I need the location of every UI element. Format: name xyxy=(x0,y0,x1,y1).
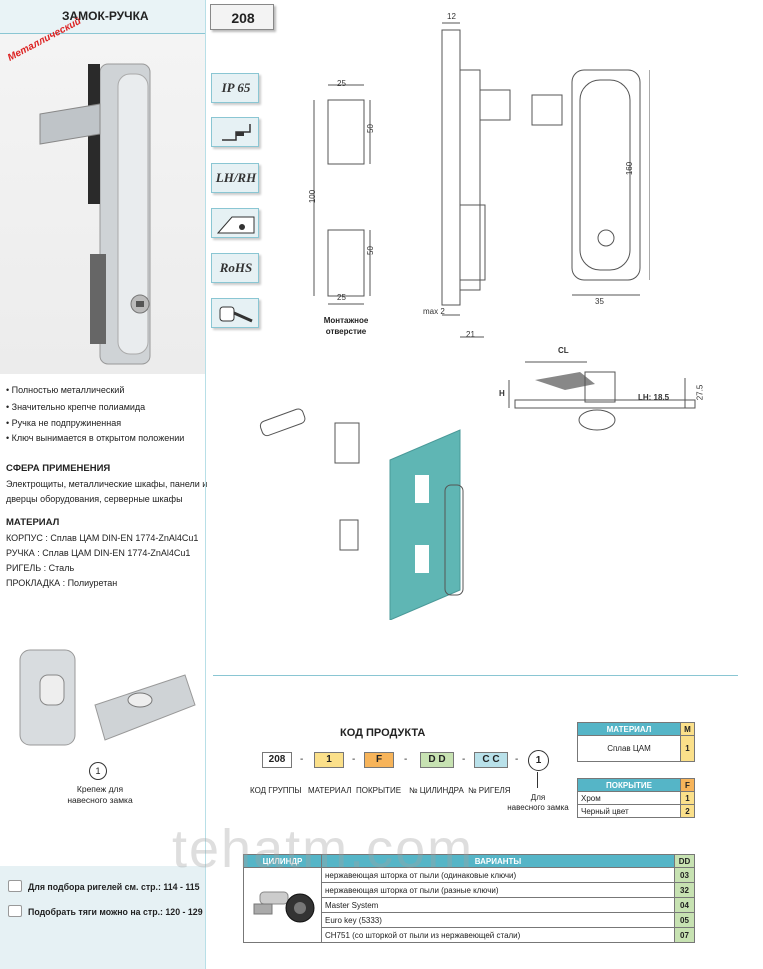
handle-lock-photo xyxy=(39,63,151,365)
bullet-item: • Значительно крепче полиамида xyxy=(6,402,146,412)
code-material-box: 1 xyxy=(314,752,344,768)
bolt-hint-link[interactable]: Для подбора ригелей см. стр.: 114 - 115 xyxy=(28,882,200,892)
watermark: tehatm.com xyxy=(172,819,475,879)
cutout-caption: Монтажное отверстие xyxy=(323,316,369,336)
label-bolt: № РИГЕЛЯ xyxy=(468,786,511,795)
hint-band xyxy=(0,866,205,969)
label-padlock: Для навесного замка xyxy=(507,793,569,812)
cylinder-row-name: CH751 (со шторкой от пыли из нержавеющей… xyxy=(321,927,675,943)
dim-27-5: 27.5 xyxy=(695,384,705,401)
document-icon xyxy=(8,880,22,892)
label-group: КОД ГРУППЫ xyxy=(250,786,302,795)
column-divider xyxy=(205,0,206,969)
dim-35: 35 xyxy=(595,297,604,306)
cylinder-table-letter: DD xyxy=(674,854,695,868)
coating-table-letter: F xyxy=(680,778,695,792)
code-title: КОД ПРОДУКТА xyxy=(340,727,426,739)
product-photo xyxy=(0,34,205,374)
front-view-drawing xyxy=(531,69,650,296)
code-arrow xyxy=(537,772,538,788)
code-dash: - xyxy=(462,754,466,765)
section-divider xyxy=(213,675,738,676)
padlock-photos xyxy=(10,645,205,755)
code-dash: - xyxy=(515,754,519,765)
dim-max2: max 2 xyxy=(423,307,445,316)
dim-12: 12 xyxy=(447,12,456,21)
rod-hint-link[interactable]: Подобрать тяги можно на стр.: 120 - 129 xyxy=(28,907,203,917)
dim-25-top: 25 xyxy=(337,79,346,88)
dim-cl: CL xyxy=(558,346,569,355)
rohs-icon: RoHS xyxy=(211,253,259,283)
variants-header: ВАРИАНТЫ xyxy=(321,854,675,868)
title-bar: ЗАМОК-РУЧКА xyxy=(0,0,205,34)
side-view-drawing xyxy=(441,22,511,338)
code-dash: - xyxy=(404,754,408,765)
coating-row-name: Черный цвет xyxy=(577,804,681,818)
bullet-item: • Ручка не подпружиненная xyxy=(6,418,122,428)
code-dash: - xyxy=(300,754,304,765)
cylinder-row-code: 04 xyxy=(674,897,695,913)
material-table-header: МАТЕРИАЛ xyxy=(577,722,681,736)
bolt-view-drawing xyxy=(508,361,696,431)
coating-table-header: ПОКРЫТИЕ xyxy=(577,778,681,792)
ip65-icon: IP 65 xyxy=(211,73,259,103)
dim-50-b: 50 xyxy=(365,246,375,255)
label-cylinder: № ЦИЛИНДРА xyxy=(409,786,464,795)
material-row-name: Сплав ЦАМ xyxy=(577,735,681,762)
padlock-caption: Крепеж для навесного замка xyxy=(67,784,133,805)
dim-lh: LH: 18.5 xyxy=(638,393,670,402)
cutout-drawing xyxy=(313,84,371,305)
code-padlock-circle: 1 xyxy=(528,750,549,771)
application-text: Электрощиты, металлические шкафы, панели… xyxy=(6,479,208,504)
page-badge: 208 xyxy=(210,4,274,30)
page-number: 208 xyxy=(231,10,255,26)
material-row-code: 1 xyxy=(680,735,695,762)
cylinder-row-code: 32 xyxy=(674,882,695,898)
code-group-box: 208 xyxy=(262,752,292,768)
code-cylinder-box: D D xyxy=(420,752,454,768)
exploded-view-drawing xyxy=(259,408,464,620)
dim-h: H xyxy=(499,389,505,398)
coating-row-name: Хром xyxy=(577,791,681,805)
padlock-icon xyxy=(211,298,259,328)
mounting-step-icon xyxy=(211,117,259,147)
material-heading: МАТЕРИАЛ xyxy=(6,517,60,528)
cylinder-image-cell xyxy=(243,867,322,943)
label-coating: ПОКРЫТИЕ xyxy=(356,786,402,795)
lh-rh-icon: LH/RH xyxy=(211,163,259,193)
dim-100: 100 xyxy=(308,189,318,204)
cylinder-row-name: нержавеющая шторка от пыли (разные ключи… xyxy=(321,882,675,898)
cylinder-row-name: Master System xyxy=(321,897,675,913)
cylinder-row-code: 07 xyxy=(674,927,695,943)
code-bolt-box: C C xyxy=(474,752,508,768)
dim-25-bottom: 25 xyxy=(337,293,346,302)
cylinder-row-code: 05 xyxy=(674,912,695,928)
cylinder-row-name: Euro key (5333) xyxy=(321,912,675,928)
material-text: КОРПУС : Сплав ЦАМ DIN-EN 1774-ZnAl4Cu1 … xyxy=(6,533,199,588)
cylinder-row-code: 03 xyxy=(674,867,695,883)
cylinder-table-header: ЦИЛИНДР xyxy=(243,854,322,868)
gasket-icon xyxy=(211,208,259,238)
application-heading: СФЕРА ПРИМЕНЕНИЯ xyxy=(6,463,111,474)
dim-21: 21 xyxy=(466,330,475,339)
code-dash: - xyxy=(352,754,356,765)
dim-160: 160 xyxy=(625,161,635,176)
bullet-item: • Полностью металлический xyxy=(6,385,125,395)
page-title: ЗАМОК-РУЧКА xyxy=(62,9,149,23)
coating-row-code: 2 xyxy=(680,804,695,818)
material-table-letter: M xyxy=(680,722,695,736)
cylinder-table: ЦИЛИНДР ВАРИАНТЫ DD нержавеющая шторка о… xyxy=(243,854,695,943)
dim-50-a: 50 xyxy=(365,124,375,133)
coating-row-code: 1 xyxy=(680,791,695,805)
code-coating-box: F xyxy=(364,752,394,768)
document-icon xyxy=(8,905,22,917)
bullet-item: • Ключ вынимается в открытом положении xyxy=(6,433,185,443)
padlock-badge: 1 xyxy=(89,762,107,780)
label-material: МАТЕРИАЛ xyxy=(308,786,352,795)
cylinder-photo xyxy=(253,891,314,923)
